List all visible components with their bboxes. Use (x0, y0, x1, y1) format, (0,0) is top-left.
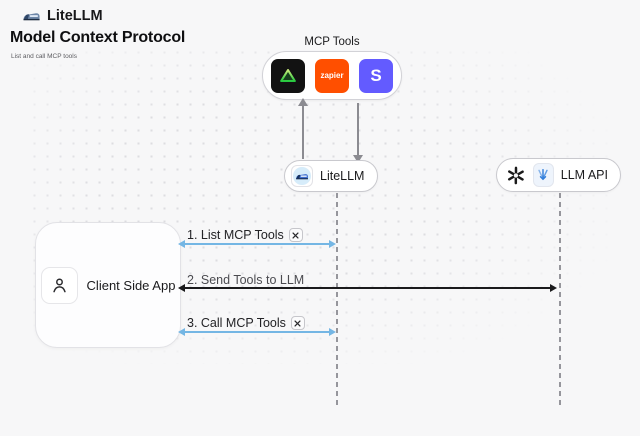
message-1-arrow (182, 243, 334, 245)
stripe-letter: S (370, 65, 382, 85)
connector-down-arrowhead (353, 155, 364, 163)
message-1-label-row: 1. List MCP Tools (187, 228, 303, 242)
message-3-arrow (182, 331, 334, 333)
litellm-badge (291, 165, 313, 187)
message-2-arrow (182, 287, 555, 289)
connector-down-line (357, 103, 359, 156)
llm-api-node: LLM API (496, 158, 621, 192)
message-1-arrowhead-right (329, 239, 336, 248)
llm-provider-feather-icon (532, 163, 554, 187)
triangle-tool-icon (271, 58, 305, 93)
page-subtitle: List and call MCP tools (11, 53, 77, 60)
openai-icon (507, 166, 524, 184)
litellm-brand: LiteLLM (22, 8, 103, 24)
message-1-arrowhead-left (178, 239, 185, 248)
litellm-node: LiteLLM (284, 160, 378, 192)
message-2-arrowhead-left (178, 283, 185, 292)
connector-up-line (302, 104, 304, 159)
client-side-app-node: Client Side App (35, 222, 181, 348)
litellm-train-icon (293, 167, 311, 185)
message-3-arrowhead-right (329, 327, 336, 336)
stripe-icon: S (359, 58, 393, 93)
message-3-label-row: 3. Call MCP Tools (187, 316, 305, 330)
zapier-wordmark: zapier (320, 71, 344, 80)
client-side-app-label: Client Side App (86, 277, 176, 293)
mcp-tools-label: MCP Tools (304, 36, 360, 48)
connector-up-arrowhead (298, 98, 309, 106)
message-3-text: 3. Call MCP Tools (187, 316, 286, 330)
message-1-text: 1. List MCP Tools (187, 228, 284, 242)
llm-api-node-label: LLM API (560, 168, 608, 182)
message-3-arrowhead-left (178, 327, 185, 336)
brand-text: LiteLLM (47, 8, 103, 24)
litellm-node-label: LiteLLM (320, 169, 365, 183)
tools-icon (290, 316, 305, 330)
tools-icon (288, 228, 303, 242)
zapier-icon: zapier (315, 58, 349, 93)
message-2-text: 2. Send Tools to LLM (187, 273, 305, 287)
mcp-tools-box: zapier S (262, 51, 402, 100)
litellm-lifeline (336, 193, 338, 408)
page-title: Model Context Protocol (10, 29, 186, 46)
person-icon (40, 266, 78, 304)
message-2-arrowhead-right (550, 283, 557, 292)
message-2-label-row: 2. Send Tools to LLM (187, 273, 304, 287)
llm-api-lifeline (559, 193, 561, 408)
train-logo-icon (23, 12, 40, 20)
